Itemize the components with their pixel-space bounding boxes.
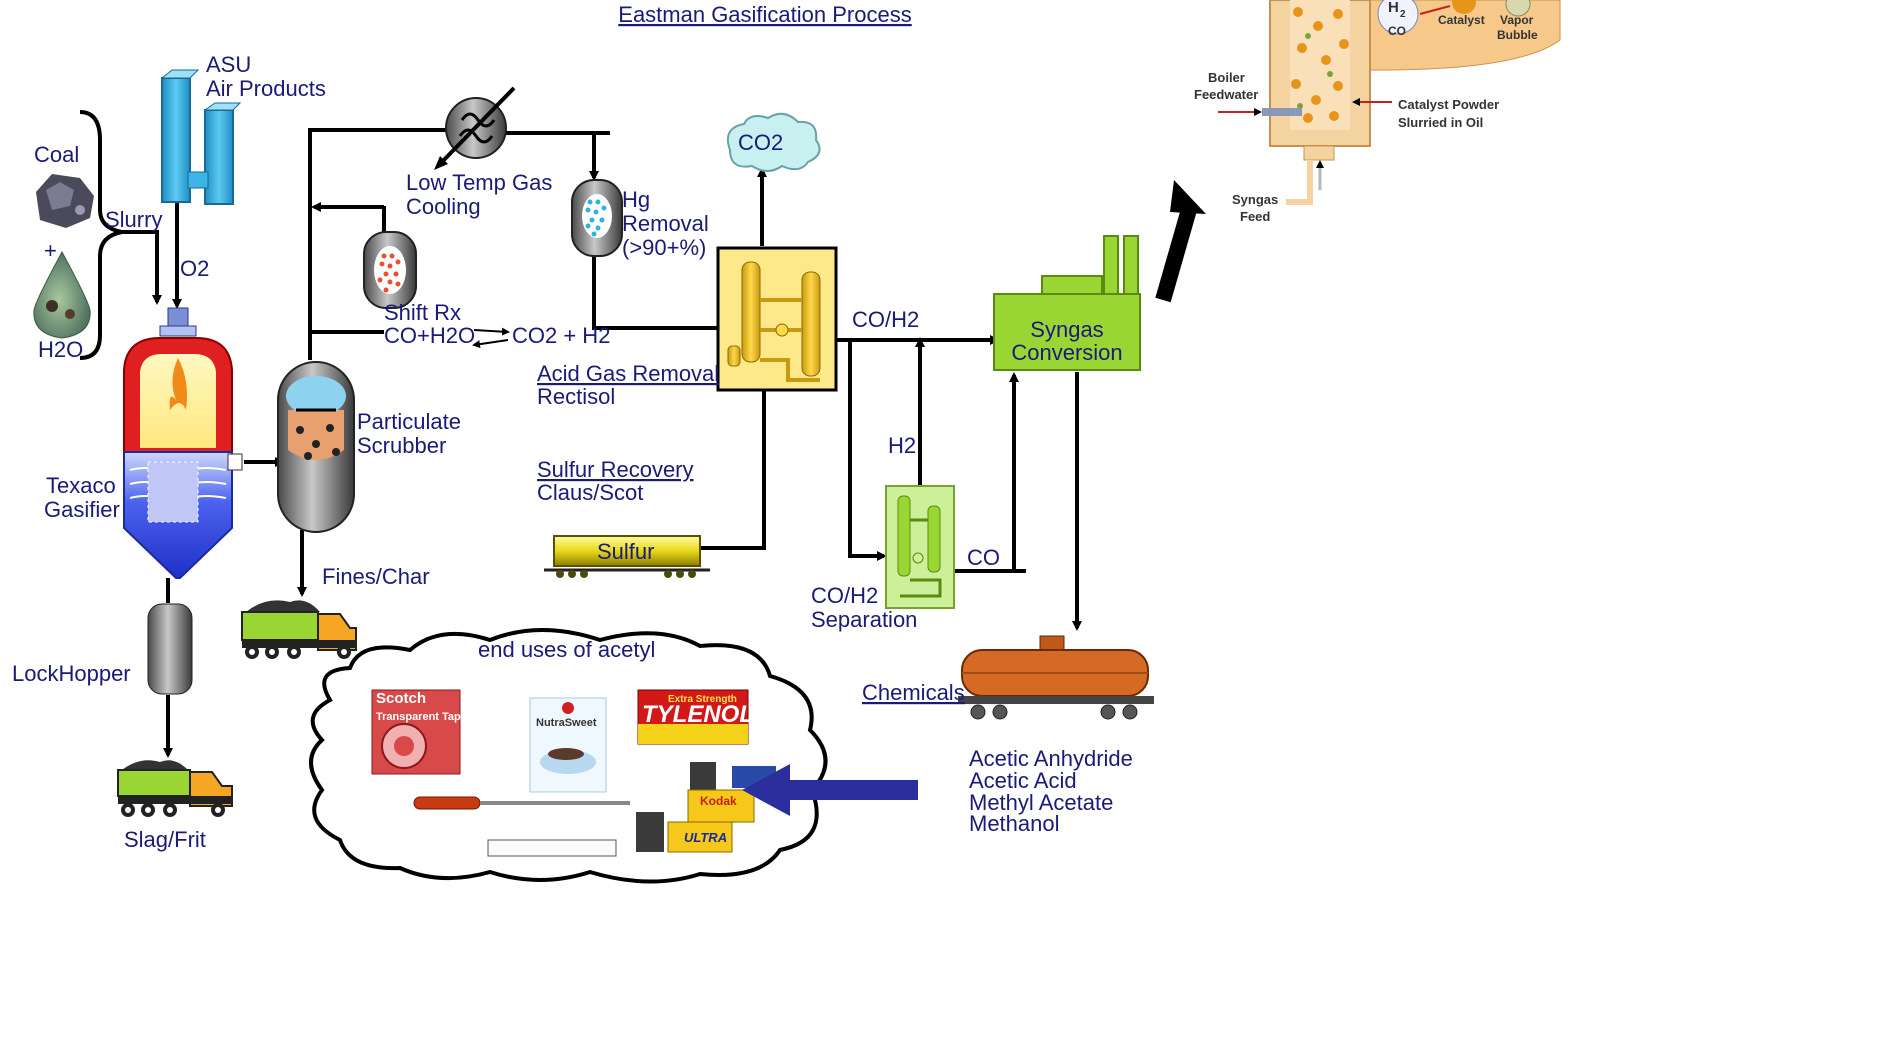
- claus-scot-label: Claus/Scot: [537, 480, 643, 505]
- product-methyl-acetate: Methyl Acetate: [969, 790, 1113, 815]
- texaco-gasifier-icon: [123, 307, 243, 579]
- inset-catalyst-powder-label: Catalyst Powder: [1398, 97, 1499, 112]
- separation-sublabel: Separation: [811, 607, 917, 632]
- fines-label: Fines/Char: [322, 564, 430, 589]
- acid-gas-removal-label[interactable]: Acid Gas Removal: [537, 361, 719, 386]
- particulate-scrubber-icon: [277, 361, 355, 533]
- sulfur-railcar-icon: [544, 535, 710, 578]
- scrubber-label: Particulate: [357, 409, 461, 434]
- water-drop-icon: [33, 250, 91, 339]
- slag-truck-icon: [117, 760, 233, 817]
- slurry-label: Slurry: [105, 207, 162, 232]
- inset-vapor-label: Vapor: [1500, 13, 1534, 27]
- inset-feedwater-label: Feedwater: [1194, 87, 1258, 102]
- kodak-text: Kodak: [700, 794, 737, 808]
- chemicals-tank-car-icon: [958, 635, 1154, 720]
- conversion-label: Conversion: [1011, 340, 1122, 365]
- tylenol-product-icon: [637, 689, 749, 745]
- co2-label: CO2: [738, 130, 783, 155]
- nutrasweet-text: NutraSweet: [536, 717, 597, 729]
- texaco-label: Texaco: [46, 473, 116, 498]
- hg-percent-label: (>90+%): [622, 235, 706, 260]
- hg-removal-icon: [571, 179, 623, 257]
- inset-catalyst-label: Catalyst: [1438, 13, 1485, 27]
- asu-label: ASU: [206, 52, 251, 77]
- kodak-film-product-icon: [636, 762, 776, 853]
- process-pipes: [79, 110, 1206, 758]
- tylenol-text: TYLENOL: [642, 701, 754, 728]
- inset-boiler-label: Boiler: [1208, 70, 1245, 85]
- h2-stream-label: H2: [888, 433, 916, 458]
- product-acetic-acid: Acetic Acid: [969, 768, 1077, 793]
- blue-arrow-icon: [742, 764, 918, 816]
- cooling-sublabel: Cooling: [406, 194, 481, 219]
- acid-gas-removal-unit: [716, 246, 838, 392]
- coal-lump-icon: [36, 174, 94, 228]
- slurry-reactor-inset: [1218, 0, 1561, 205]
- inset-co-label: CO: [1388, 24, 1406, 38]
- shift-reactants-label: CO+H2O: [384, 323, 475, 348]
- separation-label: CO/H2: [811, 583, 878, 608]
- h2o-label: H2O: [38, 337, 83, 362]
- screwdriver-product-icon: [413, 796, 630, 810]
- inset-slurried-label: Slurried in Oil: [1398, 115, 1483, 130]
- hg-sublabel: Removal: [622, 211, 709, 236]
- inset-bubble-label: Bubble: [1497, 28, 1538, 42]
- scotch-name-text: Transparent Tape: [376, 711, 467, 723]
- lockhopper-vessel-icon: [147, 603, 193, 695]
- chemicals-label[interactable]: Chemicals: [862, 680, 965, 705]
- hg-label: Hg: [622, 187, 650, 212]
- asu-column-icon: [160, 69, 242, 205]
- inset-syngas-label: Syngas: [1232, 192, 1278, 207]
- lockhopper-label: LockHopper: [12, 661, 131, 686]
- syngas-conversion-plant: [993, 235, 1141, 371]
- slag-label: Slag/Frit: [124, 827, 206, 852]
- ultra-text: ULTRA: [684, 830, 727, 845]
- shift-products-label: CO2 + H2: [512, 323, 610, 348]
- scrubber-sublabel: Scrubber: [357, 433, 446, 458]
- shift-reactor-icon: [363, 231, 417, 309]
- inset-h2-sub: 2: [1400, 9, 1406, 20]
- gasifier-label: Gasifier: [44, 497, 120, 522]
- o2-label: O2: [180, 256, 209, 281]
- sulfur-recovery-label[interactable]: Sulfur Recovery: [537, 457, 694, 482]
- rectisol-label: Rectisol: [537, 384, 615, 409]
- end-uses-label: end uses of acetyl: [478, 637, 655, 662]
- scotch-brand-text: Scotch: [376, 690, 426, 707]
- syngas-label: Syngas: [1030, 317, 1103, 342]
- cooling-label: Low Temp Gas: [406, 170, 552, 195]
- product-acetic-anhydride: Acetic Anhydride: [969, 746, 1133, 771]
- coh2-separation-unit: [885, 485, 955, 609]
- scotch-tape-product-icon: [371, 689, 461, 775]
- shift-label: Shift Rx: [384, 300, 461, 325]
- asu-sublabel: Air Products: [206, 76, 326, 101]
- co2-cloud-icon: [726, 112, 821, 172]
- coh2-stream-label: CO/H2: [852, 307, 919, 332]
- product-methanol: Methanol: [969, 811, 1060, 836]
- coal-label: Coal: [34, 142, 79, 167]
- cigarette-filter-product-icon: [487, 839, 617, 857]
- tylenol-top-text: Extra Strength: [668, 694, 737, 705]
- heat-exchanger-icon: [434, 86, 516, 170]
- diagram-title: Eastman Gasification Process: [618, 2, 911, 27]
- nutrasweet-product-icon: [529, 697, 607, 793]
- inset-h2-label: H: [1388, 0, 1399, 16]
- co-stream-label: CO: [967, 545, 1000, 570]
- plus-label: +: [44, 238, 57, 263]
- inset-feed-label: Feed: [1240, 209, 1270, 224]
- sulfur-label: Sulfur: [597, 539, 654, 564]
- fines-truck-icon: [241, 600, 357, 659]
